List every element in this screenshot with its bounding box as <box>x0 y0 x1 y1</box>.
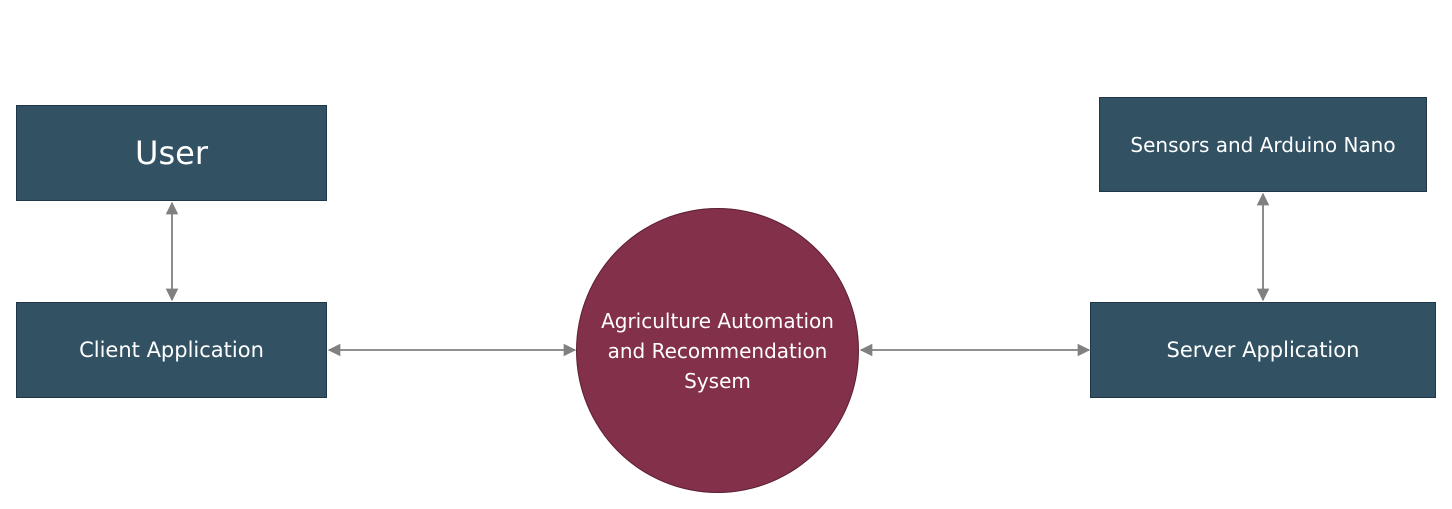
user-node-label: User <box>135 134 208 172</box>
client-application-node: Client Application <box>16 302 327 398</box>
system-node: Agriculture Automation and Recommendatio… <box>576 208 859 493</box>
server-application-label: Server Application <box>1166 338 1360 362</box>
sensors-node-label: Sensors and Arduino Nano <box>1130 132 1396 157</box>
server-application-node: Server Application <box>1090 302 1436 398</box>
user-node: User <box>16 105 327 201</box>
system-node-label: Agriculture Automation and Recommendatio… <box>601 308 834 393</box>
sensors-node: Sensors and Arduino Nano <box>1099 97 1427 192</box>
client-application-label: Client Application <box>79 338 264 362</box>
